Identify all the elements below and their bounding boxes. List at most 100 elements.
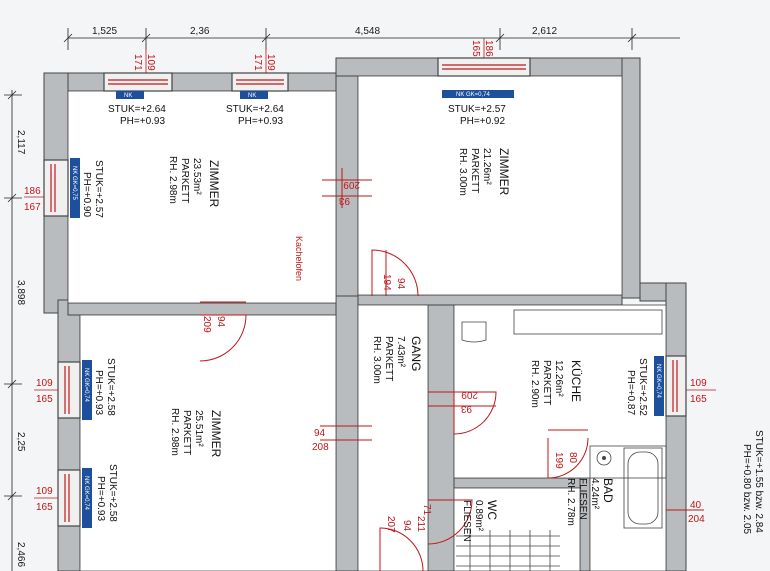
room-floor: FLIESEN [461, 500, 472, 542]
win-tl2-w: 171 [252, 54, 263, 71]
note-ph-right: PH=+0.80 bzw. 2.05 [741, 444, 752, 535]
door-d2-bot: 194 [381, 274, 392, 291]
badge-tl1: NK [124, 93, 132, 99]
win-lm-w: 109 [36, 378, 53, 389]
dim-left-4: 2,466 [15, 542, 26, 567]
room-name: BAD [601, 478, 615, 503]
left-dimension-chain [4, 90, 22, 571]
door-d8-top: 94 [401, 520, 412, 532]
room-height: RH. 2.90m [529, 360, 540, 408]
badge-ll: NK GK=0,74 [83, 476, 89, 511]
window-size-marks [24, 38, 716, 499]
room-area: 12.26m² [553, 360, 564, 397]
door-d2-top: 94 [395, 278, 406, 290]
dim-top-2: 2,36 [190, 26, 210, 37]
dim-left-3: 2,25 [15, 432, 26, 452]
staircase [456, 530, 560, 571]
room-floor: PARKETT [469, 148, 480, 193]
win-k-w: 109 [690, 378, 707, 389]
badge-tr: NK GK=0,74 [456, 92, 491, 98]
door-d5-top: 94 [314, 428, 326, 439]
doors [199, 168, 704, 571]
room-area: 21.26m² [481, 148, 492, 185]
badge-k: NK GK=0,74 [655, 364, 661, 399]
dim-left-2: 3,898 [15, 280, 26, 305]
room-floors [68, 76, 666, 571]
lu-stuk: STUK=+2.57 [93, 160, 104, 218]
room-zimmer-nw: ZIMMER 23.53m² PARKETT RH. 2.98m [167, 156, 221, 208]
room-name: GANG [409, 336, 423, 371]
bath-drain [596, 450, 612, 466]
door-d5-bot: 208 [312, 442, 329, 453]
room-name: ZIMMER [497, 148, 511, 196]
room-height: RH. 2.78m [565, 478, 576, 526]
room-floor: PARKETT [179, 158, 190, 203]
win-ll-h: 165 [36, 502, 53, 513]
ll-ph: PH=+0.93 [95, 476, 106, 521]
door-d8-bot: 207 [385, 516, 396, 533]
room-wc: WC 0.89m² FLIESEN [461, 500, 499, 542]
door-d3-bot: 209 [201, 316, 212, 333]
win-tr-w: 165 [470, 40, 481, 57]
win-tl1-w: 171 [132, 54, 143, 71]
door-d6-bot: 199 [553, 452, 564, 469]
room-name: WC [485, 500, 499, 520]
dim-top-4: 2,612 [532, 26, 557, 37]
room-bad: BAD 4.24m² FLIESEN RH. 2.78m [565, 478, 615, 526]
door-d1-top: 209 [343, 179, 360, 190]
top-dimension-chain [63, 28, 680, 50]
kitchen-sink [461, 321, 487, 343]
room-height: RH. 3.00m [371, 336, 382, 384]
tl2-stuk: STUK=+2.64 [226, 104, 284, 115]
win-tl2-h: 109 [265, 54, 276, 71]
lm-stuk: STUK=+2.58 [105, 358, 116, 416]
room-name: ZIMMER [207, 160, 221, 208]
badge-lm: NK GK=0,74 [83, 368, 89, 403]
door-d3-top: 94 [215, 316, 226, 328]
room-area: 7.43m² [395, 336, 406, 368]
badge-tl2: NK [248, 93, 256, 99]
door-d9-bot: 204 [688, 514, 705, 525]
badge-lu: NK GK=0,75 [71, 166, 77, 201]
win-tr-h: 186 [483, 40, 494, 57]
room-height: RH. 2.98m [167, 156, 178, 204]
room-area: 23.53m² [191, 158, 202, 195]
win-k-h: 165 [690, 394, 707, 405]
room-zimmer-sw: ZIMMER 25.51m² PARKETT RH. 2.98m [169, 408, 223, 458]
room-gang: GANG 7.43m² PARKETT RH. 3.00m [371, 336, 423, 384]
tr-ph: PH=+0.92 [460, 116, 505, 127]
tl1-stuk: STUK=+2.64 [108, 104, 166, 115]
door-d7-top: 71 [421, 504, 432, 516]
room-floor: PARKETT [541, 360, 552, 405]
win-lu-h: 167 [24, 202, 41, 213]
room-floor: PARKETT [181, 410, 192, 455]
door-d6-top: 80 [567, 452, 578, 464]
note-stuk-right: STUK=+1.55 bzw. 2.84 [753, 430, 764, 533]
ll-stuk: STUK=+2.58 [107, 464, 118, 522]
dim-left-1: 2,117 [15, 130, 26, 155]
lm-ph: PH=+0.93 [93, 370, 104, 415]
tl1-ph: PH=+0.93 [120, 116, 165, 127]
tr-stuk: STUK=+2.57 [448, 104, 506, 115]
win-lu-w: 186 [24, 186, 41, 197]
bathtub [623, 447, 663, 529]
kachelofen-label: Kachelofen [294, 236, 304, 281]
k-ph: PH=+0.87 [625, 370, 636, 415]
kitchen-counter [513, 309, 663, 335]
windows [43, 57, 687, 527]
room-area: 25.51m² [193, 410, 204, 447]
lu-ph: PH=+0.90 [81, 172, 92, 217]
dim-top-3: 4,548 [355, 26, 380, 37]
win-ll-w: 109 [36, 486, 53, 497]
tl2-ph: PH=+0.93 [238, 116, 283, 127]
win-lm-h: 165 [36, 394, 53, 405]
door-d1-bot: 93 [338, 195, 350, 206]
room-height: RH. 2.98m [169, 408, 180, 456]
door-d4-top: 209 [461, 389, 478, 400]
k-stuk: STUK=+2.52 [637, 358, 648, 416]
window-badges [70, 90, 664, 528]
door-d4-bot: 93 [460, 403, 472, 414]
dim-top-1: 1,525 [92, 26, 117, 37]
room-zimmer-ne: ZIMMER 21.26m² PARKETT RH. 3.00m [457, 148, 511, 196]
